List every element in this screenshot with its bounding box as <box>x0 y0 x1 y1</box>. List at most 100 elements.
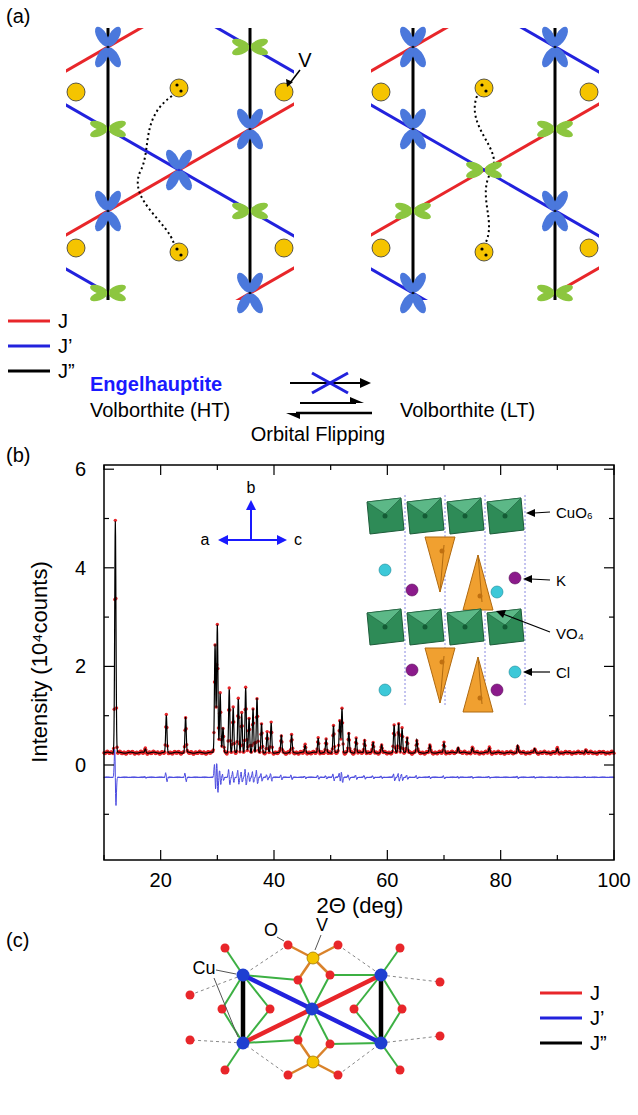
cu-plaquette <box>221 944 230 953</box>
cu-plaquette <box>338 945 381 975</box>
vanadium-sites <box>372 79 598 261</box>
mineral-name: Volborthite (LT) <box>400 400 535 420</box>
atom-label: V <box>298 50 311 70</box>
crystal-structure <box>525 495 526 705</box>
crystal-structure <box>406 664 418 676</box>
axis-letter: c <box>294 532 302 548</box>
vanadium-sites <box>275 239 293 257</box>
axis-tick <box>604 764 614 765</box>
vanadium-sites <box>372 83 390 101</box>
axis-arrows <box>251 539 279 541</box>
transition-arrows <box>312 373 348 393</box>
crystal-structure <box>425 648 455 703</box>
atom-label: Cu <box>192 959 215 977</box>
cu-plaquette <box>237 969 388 1050</box>
legend-swatch <box>8 345 50 348</box>
axis-title: Intensity (10⁴counts) <box>29 561 51 762</box>
cu-plaquette <box>334 1071 343 1080</box>
axis-letter: b <box>247 480 256 496</box>
tick-label: 80 <box>490 870 512 890</box>
transition-arrows <box>312 373 348 393</box>
cu-plaquette <box>294 1036 303 1045</box>
cu-plaquette <box>350 1005 359 1014</box>
atom-label: V <box>316 916 328 934</box>
diffraction-plot <box>102 465 615 860</box>
leader-line <box>214 978 238 1037</box>
legend-swatch <box>8 317 50 325</box>
cu-plaquette <box>186 941 445 1080</box>
vanadium-sites <box>67 79 293 261</box>
orbitals <box>89 283 127 304</box>
axis-tick <box>104 666 114 667</box>
axis-letter: a <box>201 532 210 548</box>
orbitals <box>465 160 503 181</box>
leader-arrows <box>531 579 550 580</box>
tick-label: 2 <box>75 656 86 676</box>
cu-plaquette <box>398 1005 407 1014</box>
cu-plaquette <box>284 941 293 950</box>
kagome-lattice <box>66 28 294 300</box>
vanadium-sites <box>170 79 188 97</box>
orbitals <box>394 25 574 316</box>
cu-plaquette <box>186 991 195 1000</box>
axis-tick <box>387 465 388 475</box>
structure-label: CuO₆ <box>556 505 593 520</box>
leader-line <box>216 970 236 974</box>
crystal-structure <box>463 657 493 712</box>
leader-arrows <box>531 671 550 672</box>
vanadium-sites <box>275 83 293 101</box>
cu-plaquette <box>381 1036 440 1043</box>
orbitals <box>394 201 432 222</box>
axis-tick <box>604 469 614 470</box>
cu-plaquette <box>381 975 440 982</box>
legend-swatch <box>540 1039 582 1047</box>
cu-plaquette <box>379 975 384 1043</box>
crystal-structure <box>367 609 404 645</box>
crystal-structure <box>425 537 455 592</box>
legend-entry: J <box>8 311 68 331</box>
crystal-structure <box>447 609 484 645</box>
legend-swatch <box>8 370 50 373</box>
cu-plaquette <box>241 975 246 1043</box>
cu-plaquette <box>243 975 381 1043</box>
legend-swatch <box>8 367 50 375</box>
crystal-structure <box>463 555 493 610</box>
kagome-lattice <box>345 0 625 415</box>
axis-arrows <box>226 539 251 541</box>
orbitals <box>397 107 429 152</box>
legend-swatch <box>540 1017 582 1020</box>
tick-label: 4 <box>75 558 86 578</box>
crystal-structure <box>407 498 444 534</box>
crystal-structure <box>491 684 503 696</box>
kagome-lattice <box>371 28 599 300</box>
tick-label: 0 <box>75 755 86 775</box>
crystal-structure <box>367 495 525 712</box>
mineral-name: Volborthite (HT) <box>90 400 230 420</box>
transition-arrows <box>296 412 372 415</box>
orbitals <box>234 107 266 152</box>
orbitals <box>397 25 429 70</box>
tick-label: 6 <box>75 459 86 479</box>
legend-text: J’ <box>58 336 72 356</box>
orbitals <box>536 119 574 140</box>
axis-tick <box>604 666 614 667</box>
transition-arrows <box>300 402 356 404</box>
axis-tick <box>273 850 274 860</box>
transition-arrows <box>350 397 364 403</box>
orbitals <box>536 283 574 304</box>
leader-arrows <box>534 512 550 513</box>
leader-line <box>290 70 300 83</box>
leader-line <box>315 935 321 950</box>
legend-text: J’ <box>590 1008 604 1028</box>
orbitals <box>231 37 269 58</box>
transition-arrows <box>286 373 372 419</box>
cu-plaquette <box>326 1040 335 1049</box>
plot-frame <box>104 465 614 860</box>
legend-entry: J <box>540 983 600 1003</box>
crystal-structure <box>379 684 391 696</box>
legend-entry: J’ <box>8 336 72 356</box>
crystal-structure <box>407 609 444 645</box>
orbitals <box>539 189 571 234</box>
legend-text: J <box>58 311 68 331</box>
